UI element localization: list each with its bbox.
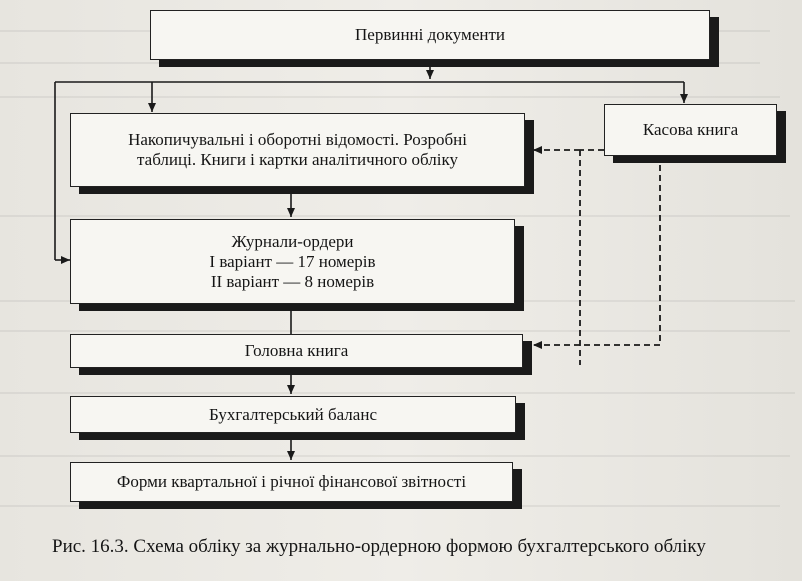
bleed-line	[0, 215, 790, 217]
figure-caption: Рис. 16.3. Схема обліку за журнально-орд…	[52, 536, 706, 557]
node-label-line-1: Журнали-ордери	[231, 231, 354, 251]
node-cash-book: Касова книга	[604, 104, 777, 156]
node-label: Головна книга	[244, 341, 349, 360]
node-reports: Форми квартальної і річної фінансової зв…	[70, 462, 513, 502]
node-label-line-1: Накопичувальні і оборотні відомості. Роз…	[128, 130, 467, 149]
node-label-line-2: таблиці. Книги і картки аналітичного обл…	[137, 150, 458, 169]
bleed-line	[0, 330, 790, 332]
bleed-line	[0, 96, 780, 98]
bleed-line	[0, 62, 760, 64]
bleed-line	[0, 455, 790, 457]
node-accumulative: Накопичувальні і оборотні відомості. Роз…	[70, 113, 525, 187]
node-label: Бухгалтерський баланс	[209, 404, 377, 424]
node-label: Касова книга	[642, 120, 739, 139]
node-balance: Бухгалтерський баланс	[70, 396, 516, 433]
node-label-line-2: I варіант — 17 номерів	[209, 251, 376, 271]
node-general-ledger: Головна книга	[70, 334, 523, 368]
node-label: Форми квартальної і річної фінансової зв…	[116, 472, 467, 491]
bleed-line	[0, 392, 795, 394]
bleed-line	[0, 505, 780, 507]
node-label: Первинні документи	[355, 25, 505, 44]
node-journals: Журнали-ордери I варіант — 17 номерів II…	[70, 219, 515, 304]
node-primary-docs: Первинні документи	[150, 10, 710, 60]
node-label-line-3: II варіант — 8 номерів	[210, 271, 375, 291]
